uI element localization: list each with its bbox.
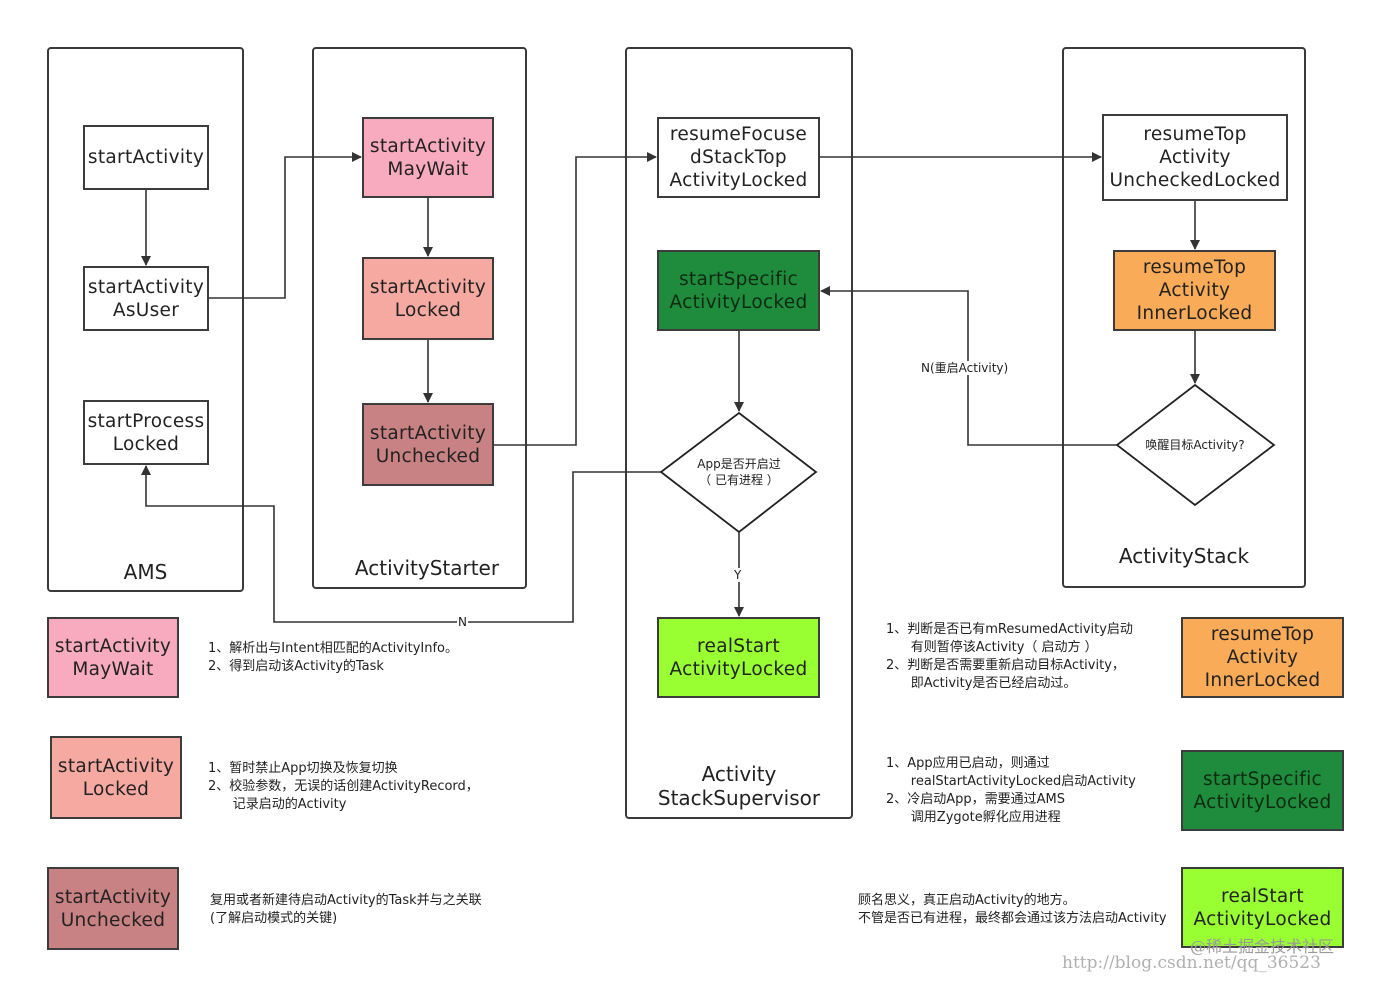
node-resume-focused-stack-top: resumeFocuse dStackTop ActivityLocked <box>657 117 820 198</box>
decision-app-started-text: App是否开启过 （ 已有进程 ） <box>697 457 781 487</box>
node-start-activity-may-wait: startActivity MayWait <box>362 117 494 198</box>
lane-stack-supervisor-label: Activity StackSupervisor <box>657 762 821 810</box>
legend-note-unchecked: 复用或者新建待启动Activity的Task并与之关联 (了解启动模式的关键) <box>210 893 482 926</box>
legend-box-may-wait: startActivity MayWait <box>47 617 179 698</box>
edge-label-no: N <box>457 615 468 629</box>
legend-box-inner-locked: resumeTop Activity InnerLocked <box>1181 617 1344 698</box>
node-start-activity-locked: startActivity Locked <box>362 257 494 340</box>
edge-appdecision-to-startprocess <box>141 465 661 623</box>
watermark-url: http://blog.csdn.net/qq_36523 <box>1062 953 1321 973</box>
decision-app-started <box>659 411 818 534</box>
node-resume-top-inner-locked: resumeTop Activity InnerLocked <box>1113 250 1276 331</box>
lane-activity-starter-label: ActivityStarter <box>354 556 500 580</box>
edge-asuser-to-maywait <box>208 152 362 299</box>
node-start-process-locked: startProcess Locked <box>83 400 209 465</box>
node-start-activity-unchecked: startActivity Unchecked <box>362 403 494 486</box>
legend-box-real-start: realStart ActivityLocked <box>1181 867 1344 948</box>
edge-unchecked-to-resumefocused <box>493 152 657 446</box>
legend-note-may-wait: 1、解析出与Intent相匹配的ActivityInfo。 2、得到启动该Act… <box>208 641 458 674</box>
node-start-activity: startActivity <box>83 125 209 190</box>
watermark-community: @稀土掘金技术社区 <box>1190 937 1335 956</box>
lane-activity-stack-label: ActivityStack <box>1118 544 1250 568</box>
node-start-activity-as-user: startActivity AsUser <box>83 266 209 331</box>
decision-wake-target-text: 唤醒目标Activity? <box>1145 438 1245 452</box>
legend-note-real-start: 顾名思义，真正启动Activity的地方。 不管是否已有进程，最终都会通过该方法… <box>858 893 1167 926</box>
legend-note-locked: 1、暂时禁止App切换及恢复切换 2、校验参数，无误的话创建ActivityRe… <box>208 761 479 812</box>
legend-box-unchecked: startActivity Unchecked <box>47 867 179 950</box>
edge-label-no-restart: N(重启Activity) <box>920 361 1010 375</box>
node-real-start-activity-locked: realStart ActivityLocked <box>657 617 820 698</box>
legend-note-inner-locked: 1、判断是否已有mResumedActivity启动 有则暂停该Activity… <box>886 622 1133 691</box>
decision-wake-target <box>1115 383 1276 507</box>
node-start-specific-activity-locked: startSpecific ActivityLocked <box>657 250 820 331</box>
legend-note-specific-locked: 1、App应用已启动，则通过 realStartActivityLocked启动… <box>886 756 1136 825</box>
legend-box-specific-locked: startSpecific ActivityLocked <box>1181 750 1344 831</box>
node-resume-top-unchecked-locked: resumeTop Activity UncheckedLocked <box>1102 114 1288 201</box>
lane-ams-label: AMS <box>123 560 168 584</box>
edge-label-yes: Y <box>733 568 743 582</box>
legend-box-locked: startActivity Locked <box>50 736 182 819</box>
